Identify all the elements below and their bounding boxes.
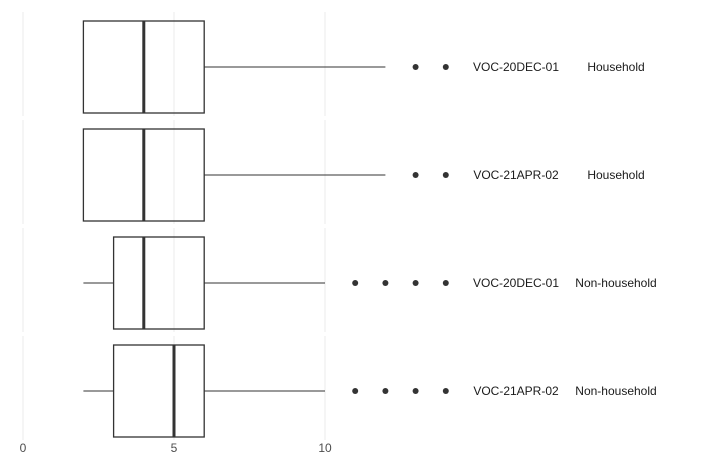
variant-label: VOC-20DEC-01 — [473, 276, 559, 290]
x-tick-label: 5 — [171, 441, 178, 455]
outlier-point — [412, 64, 419, 70]
box-series-4 — [83, 344, 449, 438]
box-series-1 — [82, 20, 449, 114]
box-layer — [82, 20, 449, 438]
group-label: Household — [587, 168, 644, 182]
x-tick-label: 0 — [20, 441, 27, 455]
outlier-point — [352, 388, 359, 394]
iqr-box — [112, 344, 205, 438]
outlier-point — [442, 280, 449, 286]
iqr-box — [112, 236, 205, 330]
x-tick-label: 10 — [318, 441, 332, 455]
outlier-point — [382, 280, 389, 286]
outlier-point — [412, 388, 419, 394]
variant-label: VOC-21APR-02 — [473, 384, 559, 398]
outlier-point — [352, 280, 359, 286]
outlier-point — [442, 64, 449, 70]
outlier-point — [382, 388, 389, 394]
outlier-point — [412, 172, 419, 178]
group-label: Household — [587, 60, 644, 74]
outlier-point — [412, 280, 419, 286]
variant-label: VOC-21APR-02 — [473, 168, 559, 182]
box-series-2 — [82, 128, 449, 222]
outlier-point — [442, 388, 449, 394]
group-label: Non-household — [575, 384, 656, 398]
x-axis: 0 5 10 — [20, 441, 332, 455]
group-label: Non-household — [575, 276, 656, 290]
variant-label: VOC-20DEC-01 — [473, 60, 559, 74]
outlier-point — [442, 172, 449, 178]
box-series-3 — [83, 236, 449, 330]
